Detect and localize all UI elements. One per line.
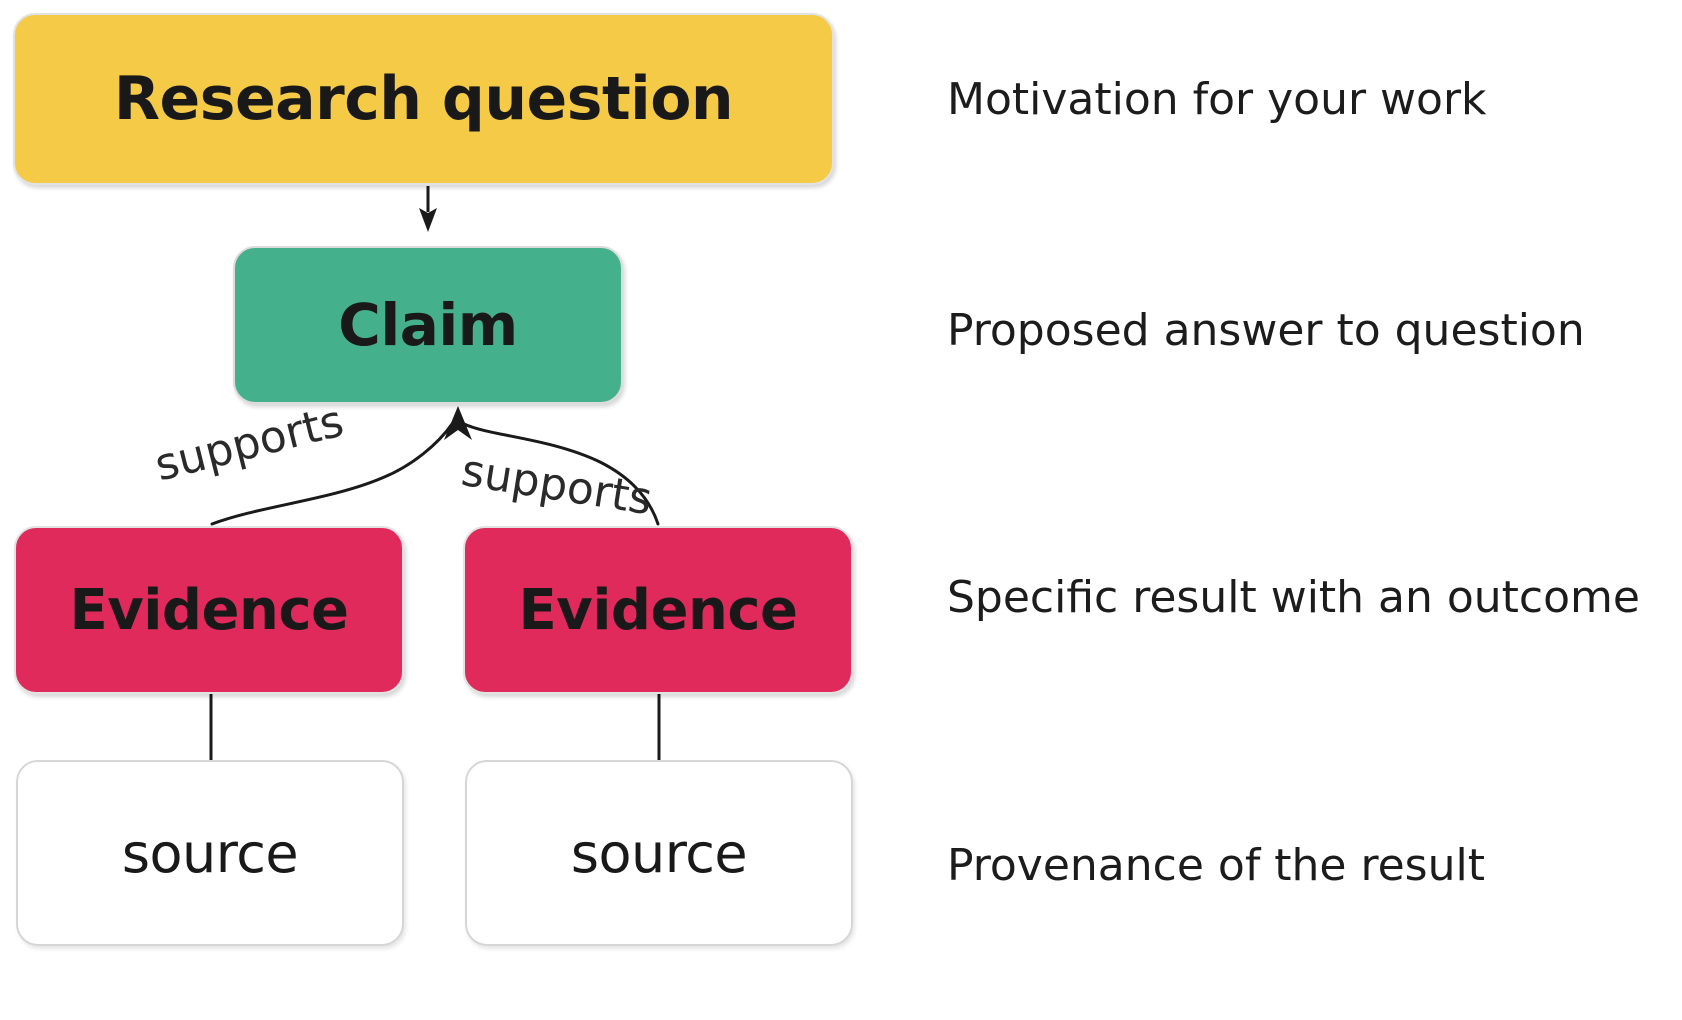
node-source-left[interactable]: source [16,760,404,946]
node-claim-label: Claim [338,291,518,359]
node-evidence-left[interactable]: Evidence [14,526,404,694]
node-source-right-label: source [570,821,748,885]
node-evidence-right-label: Evidence [518,577,798,643]
node-evidence-left-label: Evidence [69,577,349,643]
edge-label-supports-left: supports [150,395,349,492]
description-source: Provenance of the result [947,840,1485,891]
edge-label-supports-right: supports [458,445,656,526]
node-research-question[interactable]: Research question [13,13,834,185]
node-source-left-label: source [121,821,299,885]
node-claim[interactable]: Claim [233,246,623,404]
supports-arrowhead-icon [444,406,472,440]
edge-research-question-to-claim [419,186,437,232]
node-source-right[interactable]: source [465,760,853,946]
description-claim: Proposed answer to question [947,305,1585,356]
node-research-question-label: Research question [113,64,734,134]
description-research-question: Motivation for your work [947,74,1487,125]
description-evidence: Specific result with an outcome [947,572,1640,623]
node-evidence-right[interactable]: Evidence [463,526,853,694]
